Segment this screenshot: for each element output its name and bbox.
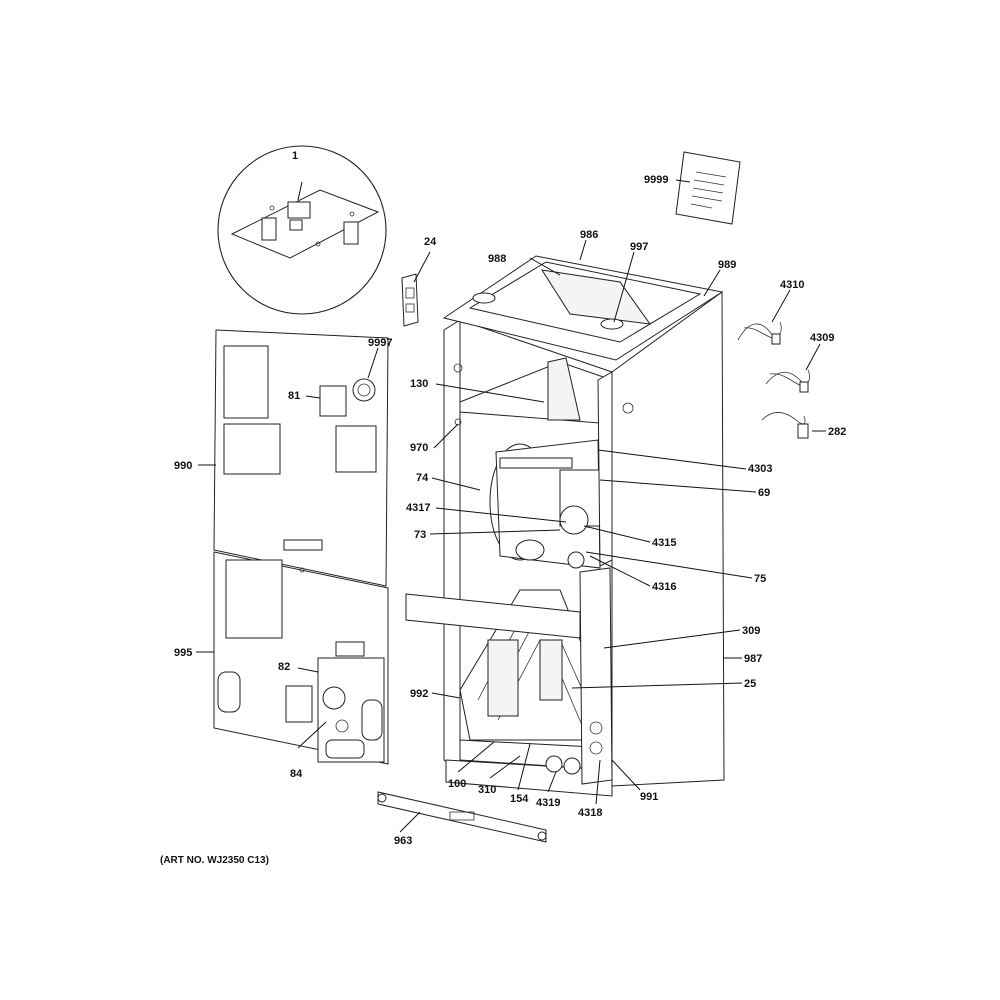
callout-84: 84 (290, 768, 303, 780)
part-9999-literature (675, 151, 741, 225)
callout-987: 987 (744, 653, 762, 665)
art-number-caption: (ART NO. WJ2350 C13) (160, 855, 269, 866)
front-panel-upper (198, 329, 389, 587)
callout-25: 25 (744, 678, 756, 690)
callout-130: 130 (410, 378, 428, 390)
callout-970: 970 (410, 442, 428, 454)
callout-1: 1 (292, 150, 298, 162)
callout-992: 992 (410, 688, 428, 700)
callout-963: 963 (394, 835, 412, 847)
detail-circle-control-board (217, 145, 387, 315)
callout-9997: 9997 (368, 337, 392, 349)
callout-labels: 1 24 9999 986 988 997 989 4310 4309 282 … (174, 150, 846, 847)
callout-81: 81 (288, 390, 300, 402)
callout-309: 309 (742, 625, 760, 637)
callout-4303: 4303 (748, 463, 772, 475)
callout-310: 310 (478, 784, 496, 796)
callout-100: 100 (448, 778, 466, 790)
callout-4319: 4319 (536, 797, 560, 809)
callout-282: 282 (828, 426, 846, 438)
part-24-board (401, 251, 431, 327)
wire-harnesses (737, 289, 826, 439)
callout-989: 989 (718, 259, 736, 271)
callout-9999: 9999 (644, 174, 668, 186)
bottom-bracket (377, 791, 547, 843)
callout-4316: 4316 (652, 581, 676, 593)
front-panel-lower (196, 551, 389, 765)
callout-24: 24 (424, 236, 437, 248)
callout-4315: 4315 (652, 537, 676, 549)
callout-69: 69 (758, 487, 770, 499)
callout-74: 74 (416, 472, 429, 484)
callout-4309: 4309 (810, 332, 834, 344)
callout-995: 995 (174, 647, 192, 659)
callout-4318: 4318 (578, 807, 602, 819)
callout-73: 73 (414, 529, 426, 541)
callout-988: 988 (488, 253, 506, 265)
callout-990: 990 (174, 460, 192, 472)
callout-986: 986 (580, 229, 598, 241)
callout-4310: 4310 (780, 279, 804, 291)
leader-lines (429, 239, 757, 805)
cabinet-body (405, 255, 725, 797)
callout-4317: 4317 (406, 502, 430, 514)
callout-991: 991 (640, 791, 658, 803)
callout-82: 82 (278, 661, 290, 673)
callout-997: 997 (630, 241, 648, 253)
callout-154: 154 (510, 793, 529, 805)
callout-75: 75 (754, 573, 766, 585)
